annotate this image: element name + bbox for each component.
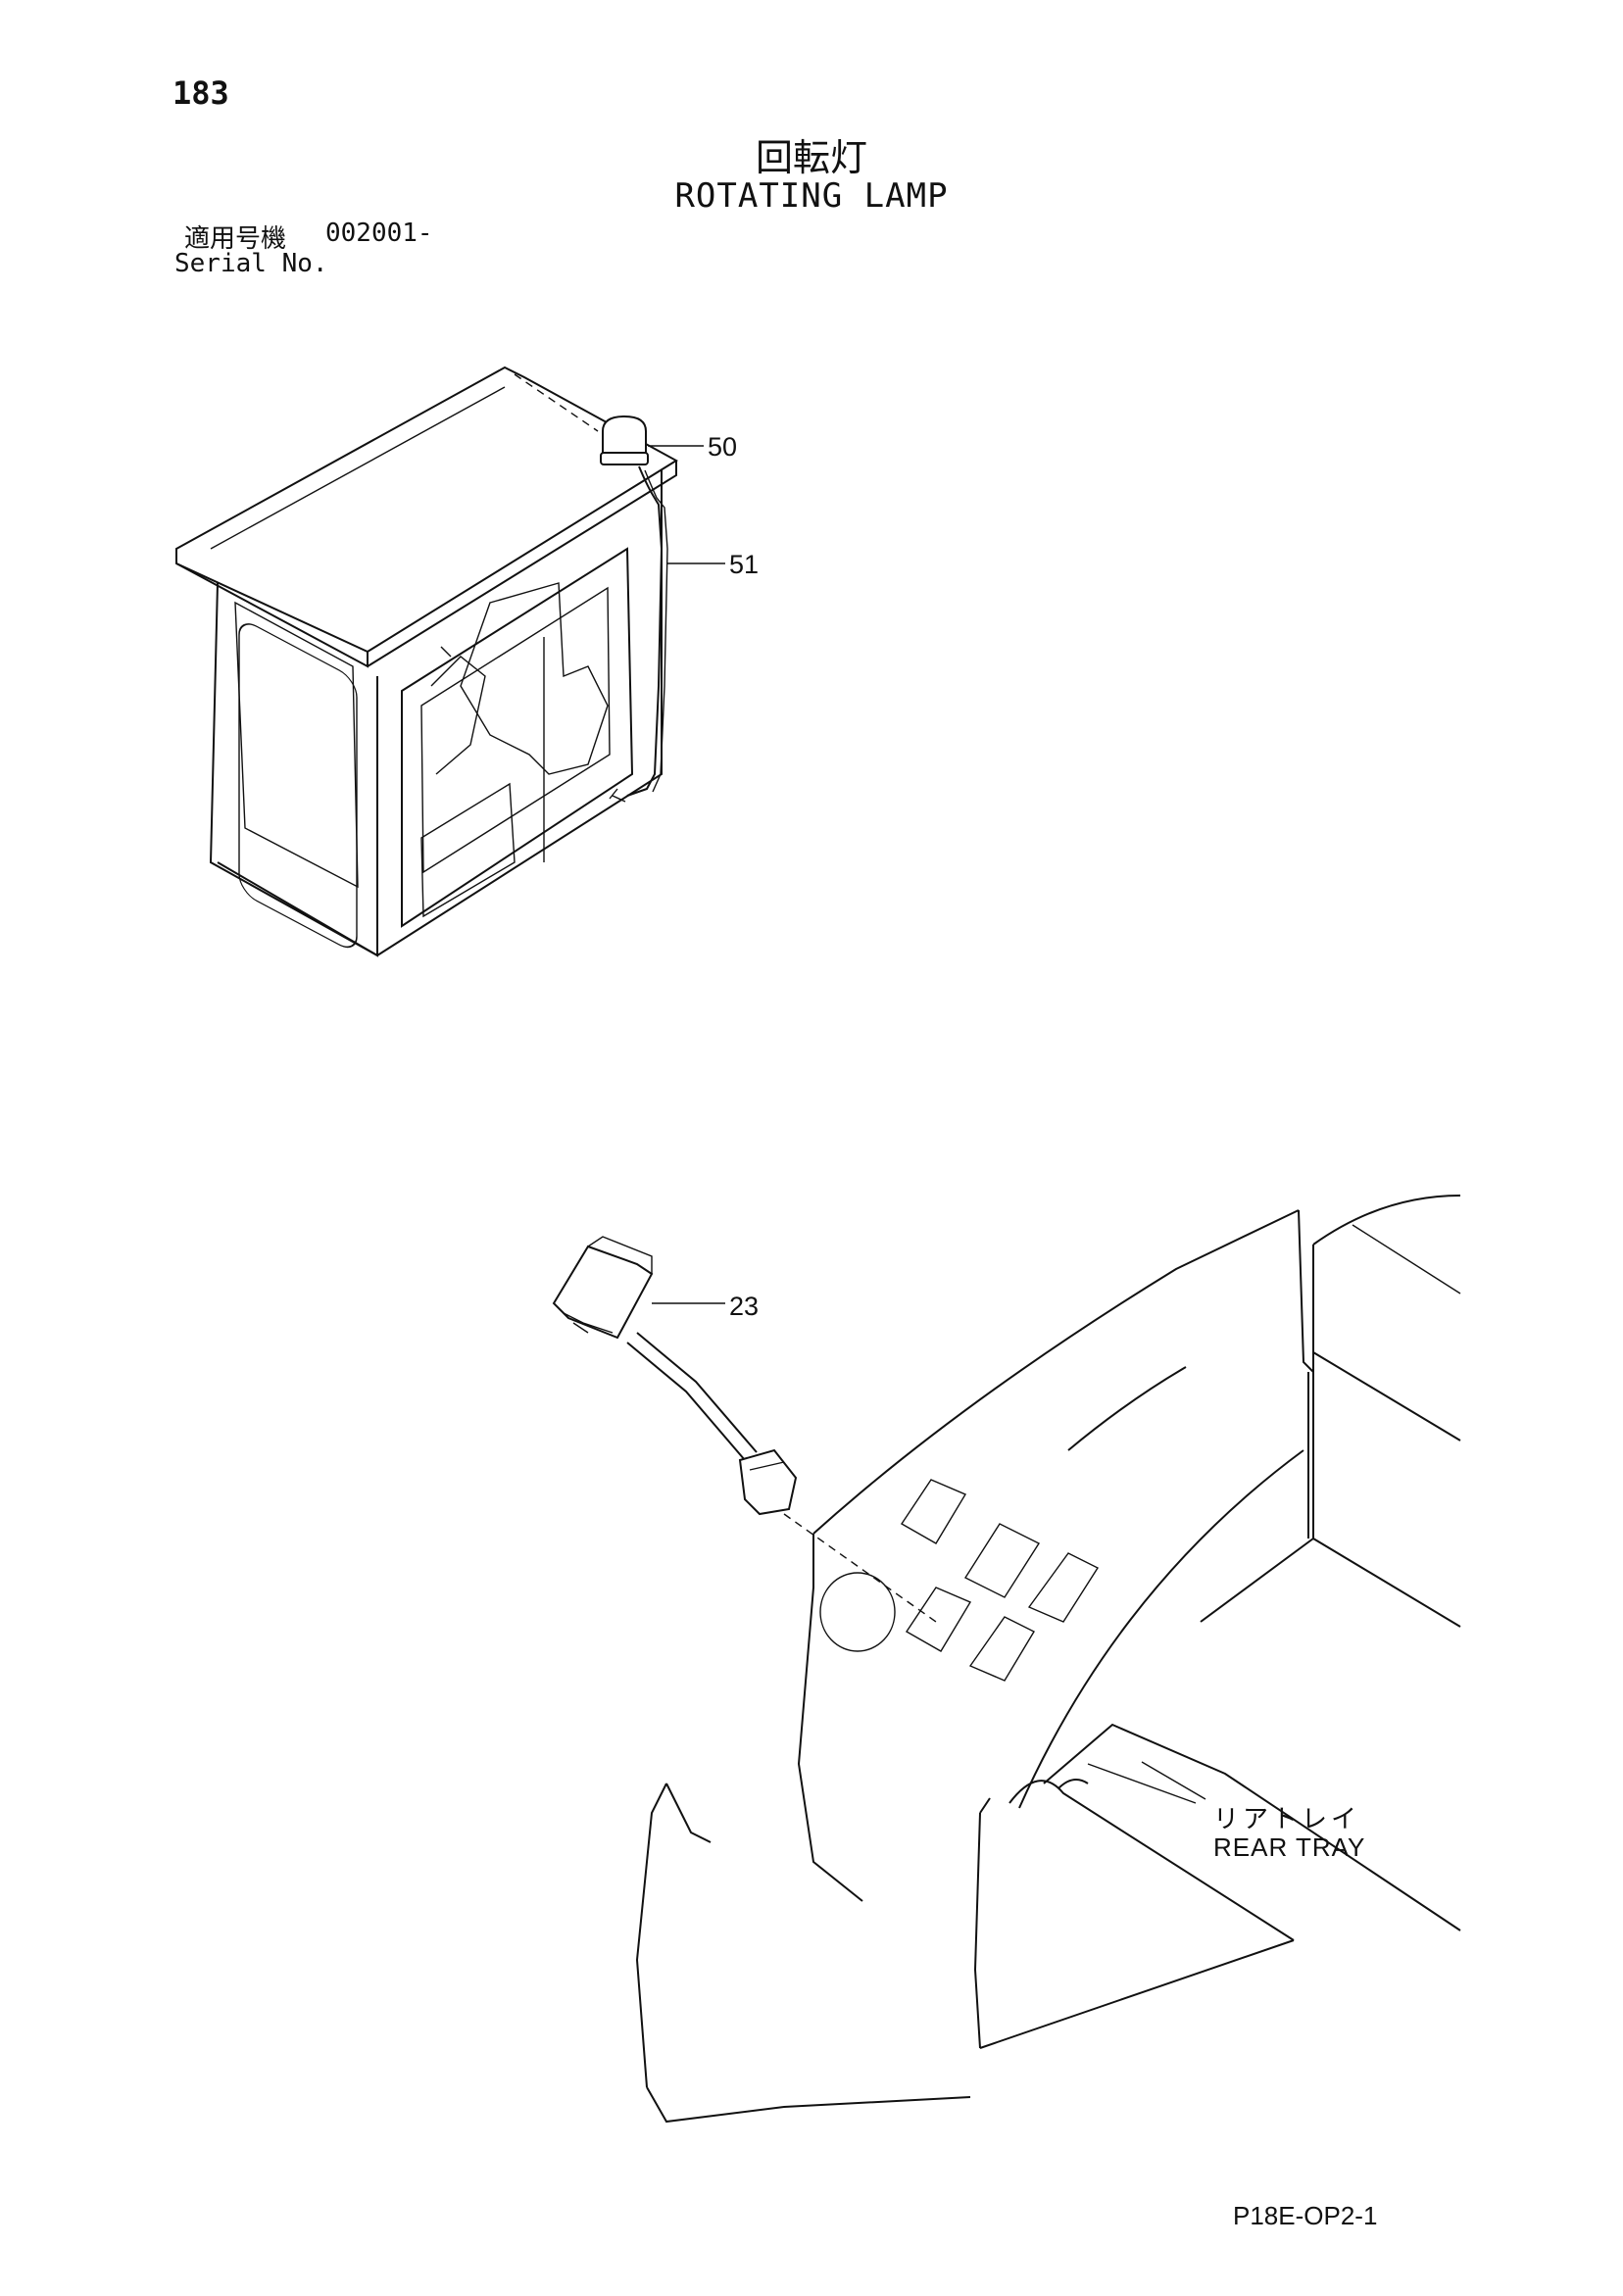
page-title-english: ROTATING LAMP	[674, 176, 949, 216]
console-illustration	[552, 1195, 1461, 2124]
rear-tray-label-japanese: リアトレイ	[1213, 1805, 1361, 1834]
callout-23: 23	[729, 1292, 760, 1321]
serial-label-japanese: 適用号機	[184, 224, 287, 254]
rear-tray-label-english: REAR TRAY	[1213, 1832, 1366, 1862]
callout-50: 50	[708, 432, 738, 462]
serial-label-english: Serial No.	[174, 249, 328, 278]
page-title-japanese: 回転灯	[755, 136, 867, 179]
callout-51: 51	[729, 550, 760, 579]
page-number: 183	[172, 74, 229, 112]
document-code: P18E-OP2-1	[1233, 2201, 1378, 2230]
serial-value: 002001-	[325, 219, 433, 248]
cab-illustration	[175, 366, 725, 957]
